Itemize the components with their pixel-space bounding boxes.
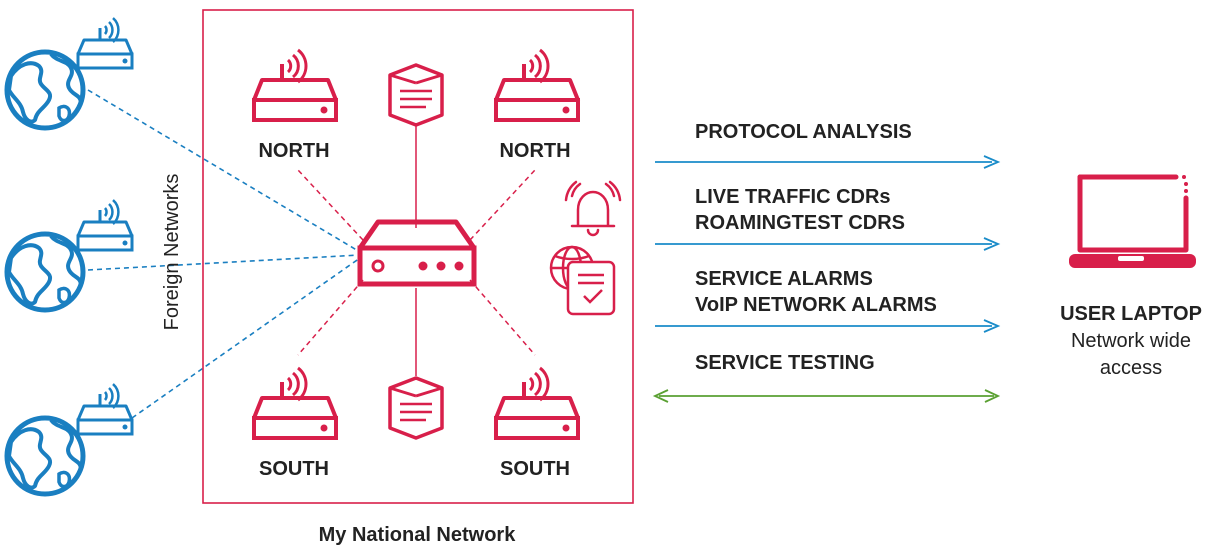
router-icon xyxy=(76,382,134,436)
foreign-networks-label: Foreign Networks xyxy=(161,174,183,331)
router-icon xyxy=(494,48,580,122)
alarm-bell-icon xyxy=(564,180,622,237)
server-icon xyxy=(388,376,444,440)
node-label-north: NORTH xyxy=(258,140,329,162)
core-router-icon xyxy=(357,219,477,287)
router-icon xyxy=(76,198,134,252)
globe-icon xyxy=(7,52,83,128)
laptop-icon xyxy=(1069,174,1196,268)
server-icon xyxy=(388,63,444,127)
foreign-network-1 xyxy=(7,16,134,128)
laptop-title: USER LAPTOP xyxy=(1060,303,1202,325)
flow-label: LIVE TRAFFIC CDRs xyxy=(695,186,891,208)
globe-icon xyxy=(7,418,83,494)
globe-icon xyxy=(7,234,83,310)
flow-alarms: SERVICE ALARMS VoIP NETWORK ALARMS xyxy=(655,268,1001,333)
node-label-south: SOUTH xyxy=(259,458,329,480)
flow-label: PROTOCOL ANALYSIS xyxy=(695,121,912,143)
flow-label: ROAMINGTEST CDRS xyxy=(695,212,905,234)
flow-service-testing: SERVICE TESTING xyxy=(652,352,1001,403)
foreign-network-2 xyxy=(7,198,134,310)
national-links xyxy=(297,124,536,376)
router-icon xyxy=(252,48,338,122)
flow-label: SERVICE ALARMS xyxy=(695,268,873,290)
router-icon xyxy=(494,366,580,440)
flow-label: SERVICE TESTING xyxy=(695,352,875,374)
foreign-network-3 xyxy=(7,382,134,494)
flow-protocol-analysis: PROTOCOL ANALYSIS xyxy=(655,121,1001,169)
laptop-subtitle: access xyxy=(1100,357,1162,379)
node-label-south: SOUTH xyxy=(500,458,570,480)
national-network-boundary xyxy=(202,9,634,504)
router-icon xyxy=(76,16,134,70)
flow-cdrs: LIVE TRAFFIC CDRs ROAMINGTEST CDRS xyxy=(655,186,1001,251)
national-network-label: My National Network xyxy=(319,524,517,546)
node-label-north: NORTH xyxy=(499,140,570,162)
flow-label: VoIP NETWORK ALARMS xyxy=(695,294,937,316)
foreign-links xyxy=(87,89,361,419)
router-icon xyxy=(252,366,338,440)
report-globe-icon xyxy=(549,245,616,316)
laptop-subtitle: Network wide xyxy=(1071,330,1191,352)
